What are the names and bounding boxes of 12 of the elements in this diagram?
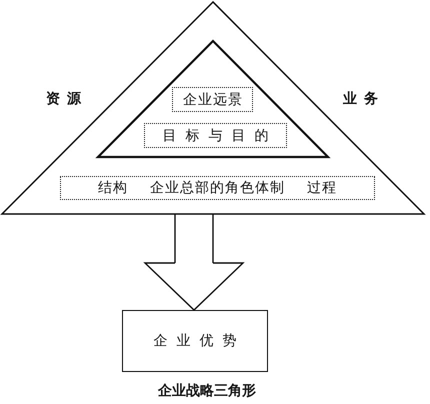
caption: 企业战略三角形: [158, 384, 256, 398]
dotted-text-box: [60, 176, 375, 200]
side-label: 资源: [46, 92, 88, 106]
box-label: 过程: [307, 181, 337, 195]
box-label: 结构: [98, 181, 128, 195]
side-label: 业务: [343, 92, 385, 106]
text-box: 企业优势: [122, 310, 268, 372]
inner-triangle: [98, 41, 328, 157]
dotted-text-box: 企业远景: [172, 87, 253, 112]
dotted-text-box: 目标与目的: [144, 123, 287, 148]
box-label: 企业总部的角色体制: [150, 181, 285, 195]
outer-triangle: [2, 2, 424, 214]
